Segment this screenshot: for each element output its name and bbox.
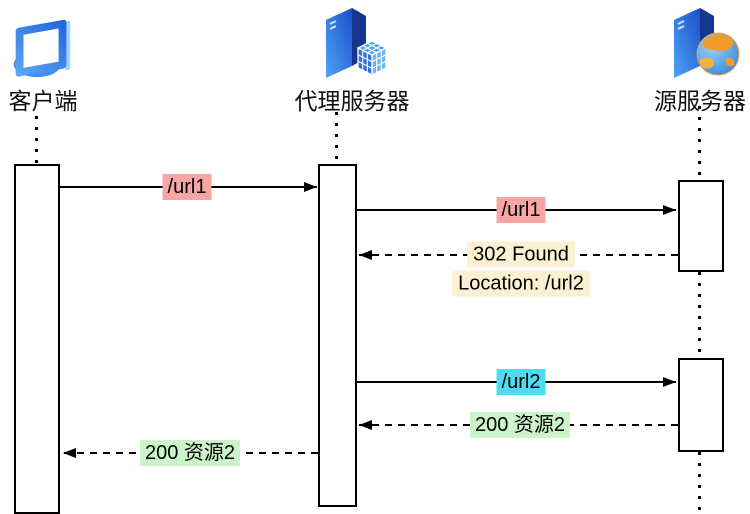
actor-label-client: 客户端 <box>8 88 78 114</box>
lifeline-origin <box>698 106 701 180</box>
activation-bar-origin-1 <box>678 180 724 272</box>
server-tower-globe-icon <box>674 8 740 78</box>
activation-bar-origin-2 <box>678 358 724 452</box>
message-label-url1-hop1: /url1 <box>162 174 212 200</box>
computer-monitor-icon <box>13 19 71 78</box>
message-label-302-line1: 302 Found <box>467 241 575 268</box>
lifeline-origin <box>698 272 701 358</box>
activation-bar-proxy <box>318 164 357 507</box>
server-tower-cube-icon <box>326 8 388 78</box>
message-label-302-line2: Location: /url2 <box>452 270 590 297</box>
message-label-200-hop1: 200 资源2 <box>469 412 571 438</box>
message-label-url2: /url2 <box>496 369 546 395</box>
activation-bar-client <box>14 164 60 514</box>
lifeline-client <box>35 116 38 164</box>
actor-label-proxy: 代理服务器 <box>294 88 410 114</box>
message-label-200-hop2: 200 资源2 <box>139 440 241 466</box>
lifeline-origin <box>698 452 701 514</box>
lifeline-proxy <box>335 112 338 164</box>
message-label-302-redirect: 302 Found Location: /url2 <box>446 240 596 299</box>
message-label-url1-hop2: /url1 <box>496 197 546 223</box>
